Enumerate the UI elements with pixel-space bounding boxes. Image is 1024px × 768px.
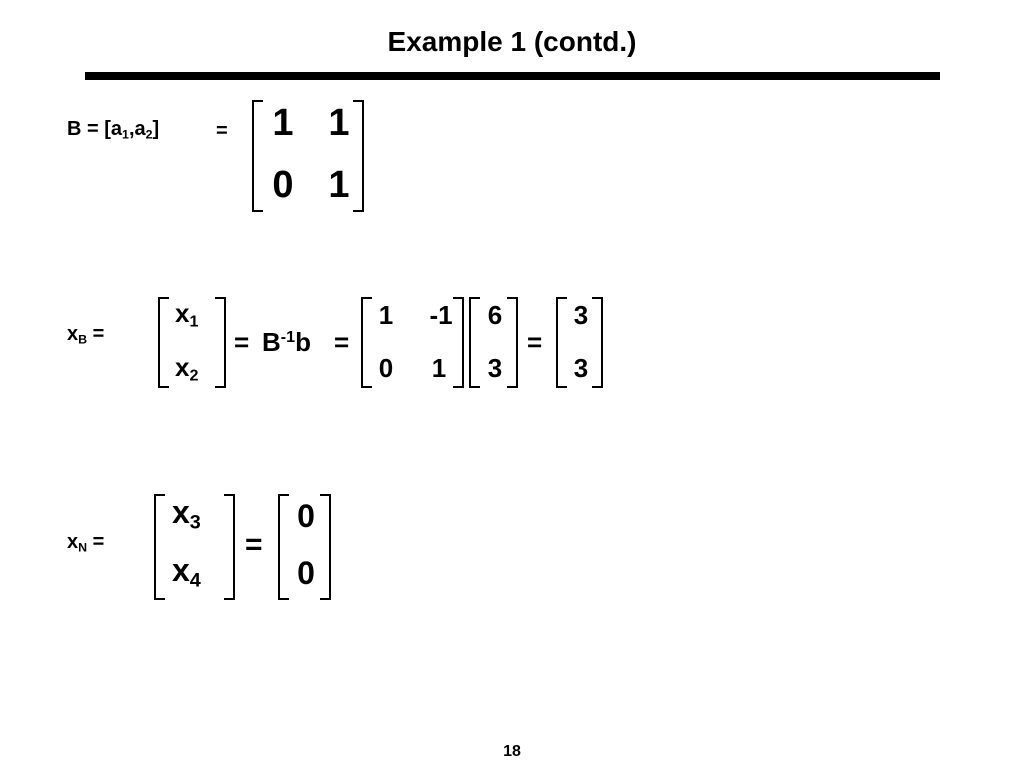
eq2-matrix-right-bracket bbox=[453, 297, 464, 388]
eq2-xvec-entry: x1 bbox=[175, 298, 199, 331]
eq1-matrix-cell: 0 bbox=[272, 164, 294, 206]
eq2-binv: B-1b bbox=[262, 327, 311, 358]
eq1-equals: = bbox=[216, 120, 228, 142]
eq2-binv-sup: -1 bbox=[280, 328, 296, 347]
eq2-matrix-cell: 0 bbox=[378, 353, 394, 383]
page-number: 18 bbox=[503, 743, 521, 760]
eq3-result-right-bracket bbox=[320, 494, 331, 600]
eq3-lhs-x: x bbox=[67, 531, 79, 553]
eq2-matrix-left-bracket bbox=[361, 297, 372, 388]
eq3-lhs: xN = bbox=[67, 531, 104, 554]
eq2-xvec-left-bracket bbox=[158, 297, 169, 388]
eq3-lhs-sub: N bbox=[78, 540, 88, 555]
eq2-matrix-cell: -1 bbox=[429, 300, 453, 330]
eq2-xvec-right-bracket bbox=[215, 297, 226, 388]
eq2-result-entry: 3 bbox=[573, 300, 589, 330]
eq1-matrix-left-bracket bbox=[252, 100, 263, 212]
title-divider bbox=[85, 72, 940, 80]
eq3-xvec-right-bracket bbox=[224, 494, 235, 600]
eq2-equals2: = bbox=[334, 327, 350, 357]
eq2-result-left-bracket bbox=[556, 297, 567, 388]
eq2-binv-B: B bbox=[262, 327, 281, 357]
eq3-result-entry: 0 bbox=[297, 498, 315, 534]
eq2-bvec-entry: 3 bbox=[487, 353, 503, 383]
eq3-result-left-bracket bbox=[278, 494, 289, 600]
eq1-close: ] bbox=[152, 118, 160, 140]
eq2-result-entry: 3 bbox=[573, 353, 589, 383]
eq1-matrix-cell: 1 bbox=[272, 102, 294, 144]
eq3-lhs-equals: = bbox=[92, 531, 105, 553]
eq1-matrix-right-bracket bbox=[353, 100, 364, 212]
eq2-xvec-entry: x2 bbox=[175, 352, 199, 385]
eq2-bvec-right-bracket bbox=[507, 297, 518, 388]
eq3-xvec-entry: x3 bbox=[172, 494, 201, 534]
eq3-equals: = bbox=[245, 528, 263, 561]
eq2-equals3: = bbox=[527, 327, 543, 357]
eq3-xvec-entry: x4 bbox=[172, 552, 201, 592]
eq3-result-entry: 0 bbox=[297, 555, 315, 591]
eq1-matrix-cell: 1 bbox=[328, 164, 350, 206]
eq2-lhs-x: x bbox=[67, 323, 79, 345]
eq2-lhs-equals: = bbox=[92, 323, 105, 345]
eq2-equals1: = bbox=[234, 327, 250, 357]
eq2-matrix-cell: 1 bbox=[431, 353, 447, 383]
eq2-binv-b: b bbox=[295, 327, 311, 357]
eq2-bvec-entry: 6 bbox=[487, 300, 503, 330]
eq2-matrix-cell: 1 bbox=[378, 300, 394, 330]
eq2-result-right-bracket bbox=[592, 297, 603, 388]
eq1-matrix-cell: 1 bbox=[328, 102, 350, 144]
slide-title: Example 1 (contd.) bbox=[387, 26, 637, 57]
eq1-lhs-prefix: B = [a bbox=[67, 118, 123, 140]
eq2-lhs-sub: B bbox=[78, 332, 88, 347]
eq1-comma-a: ,a bbox=[128, 118, 146, 140]
eq1-lhs: B = [a1,a2] bbox=[67, 118, 159, 141]
eq1-sub1: 1 bbox=[122, 127, 129, 142]
eq3-xvec-left-bracket bbox=[154, 494, 165, 600]
eq2-bvec-left-bracket bbox=[469, 297, 480, 388]
eq1-sub2: 2 bbox=[145, 127, 153, 142]
eq2-lhs: xB = bbox=[67, 323, 104, 346]
